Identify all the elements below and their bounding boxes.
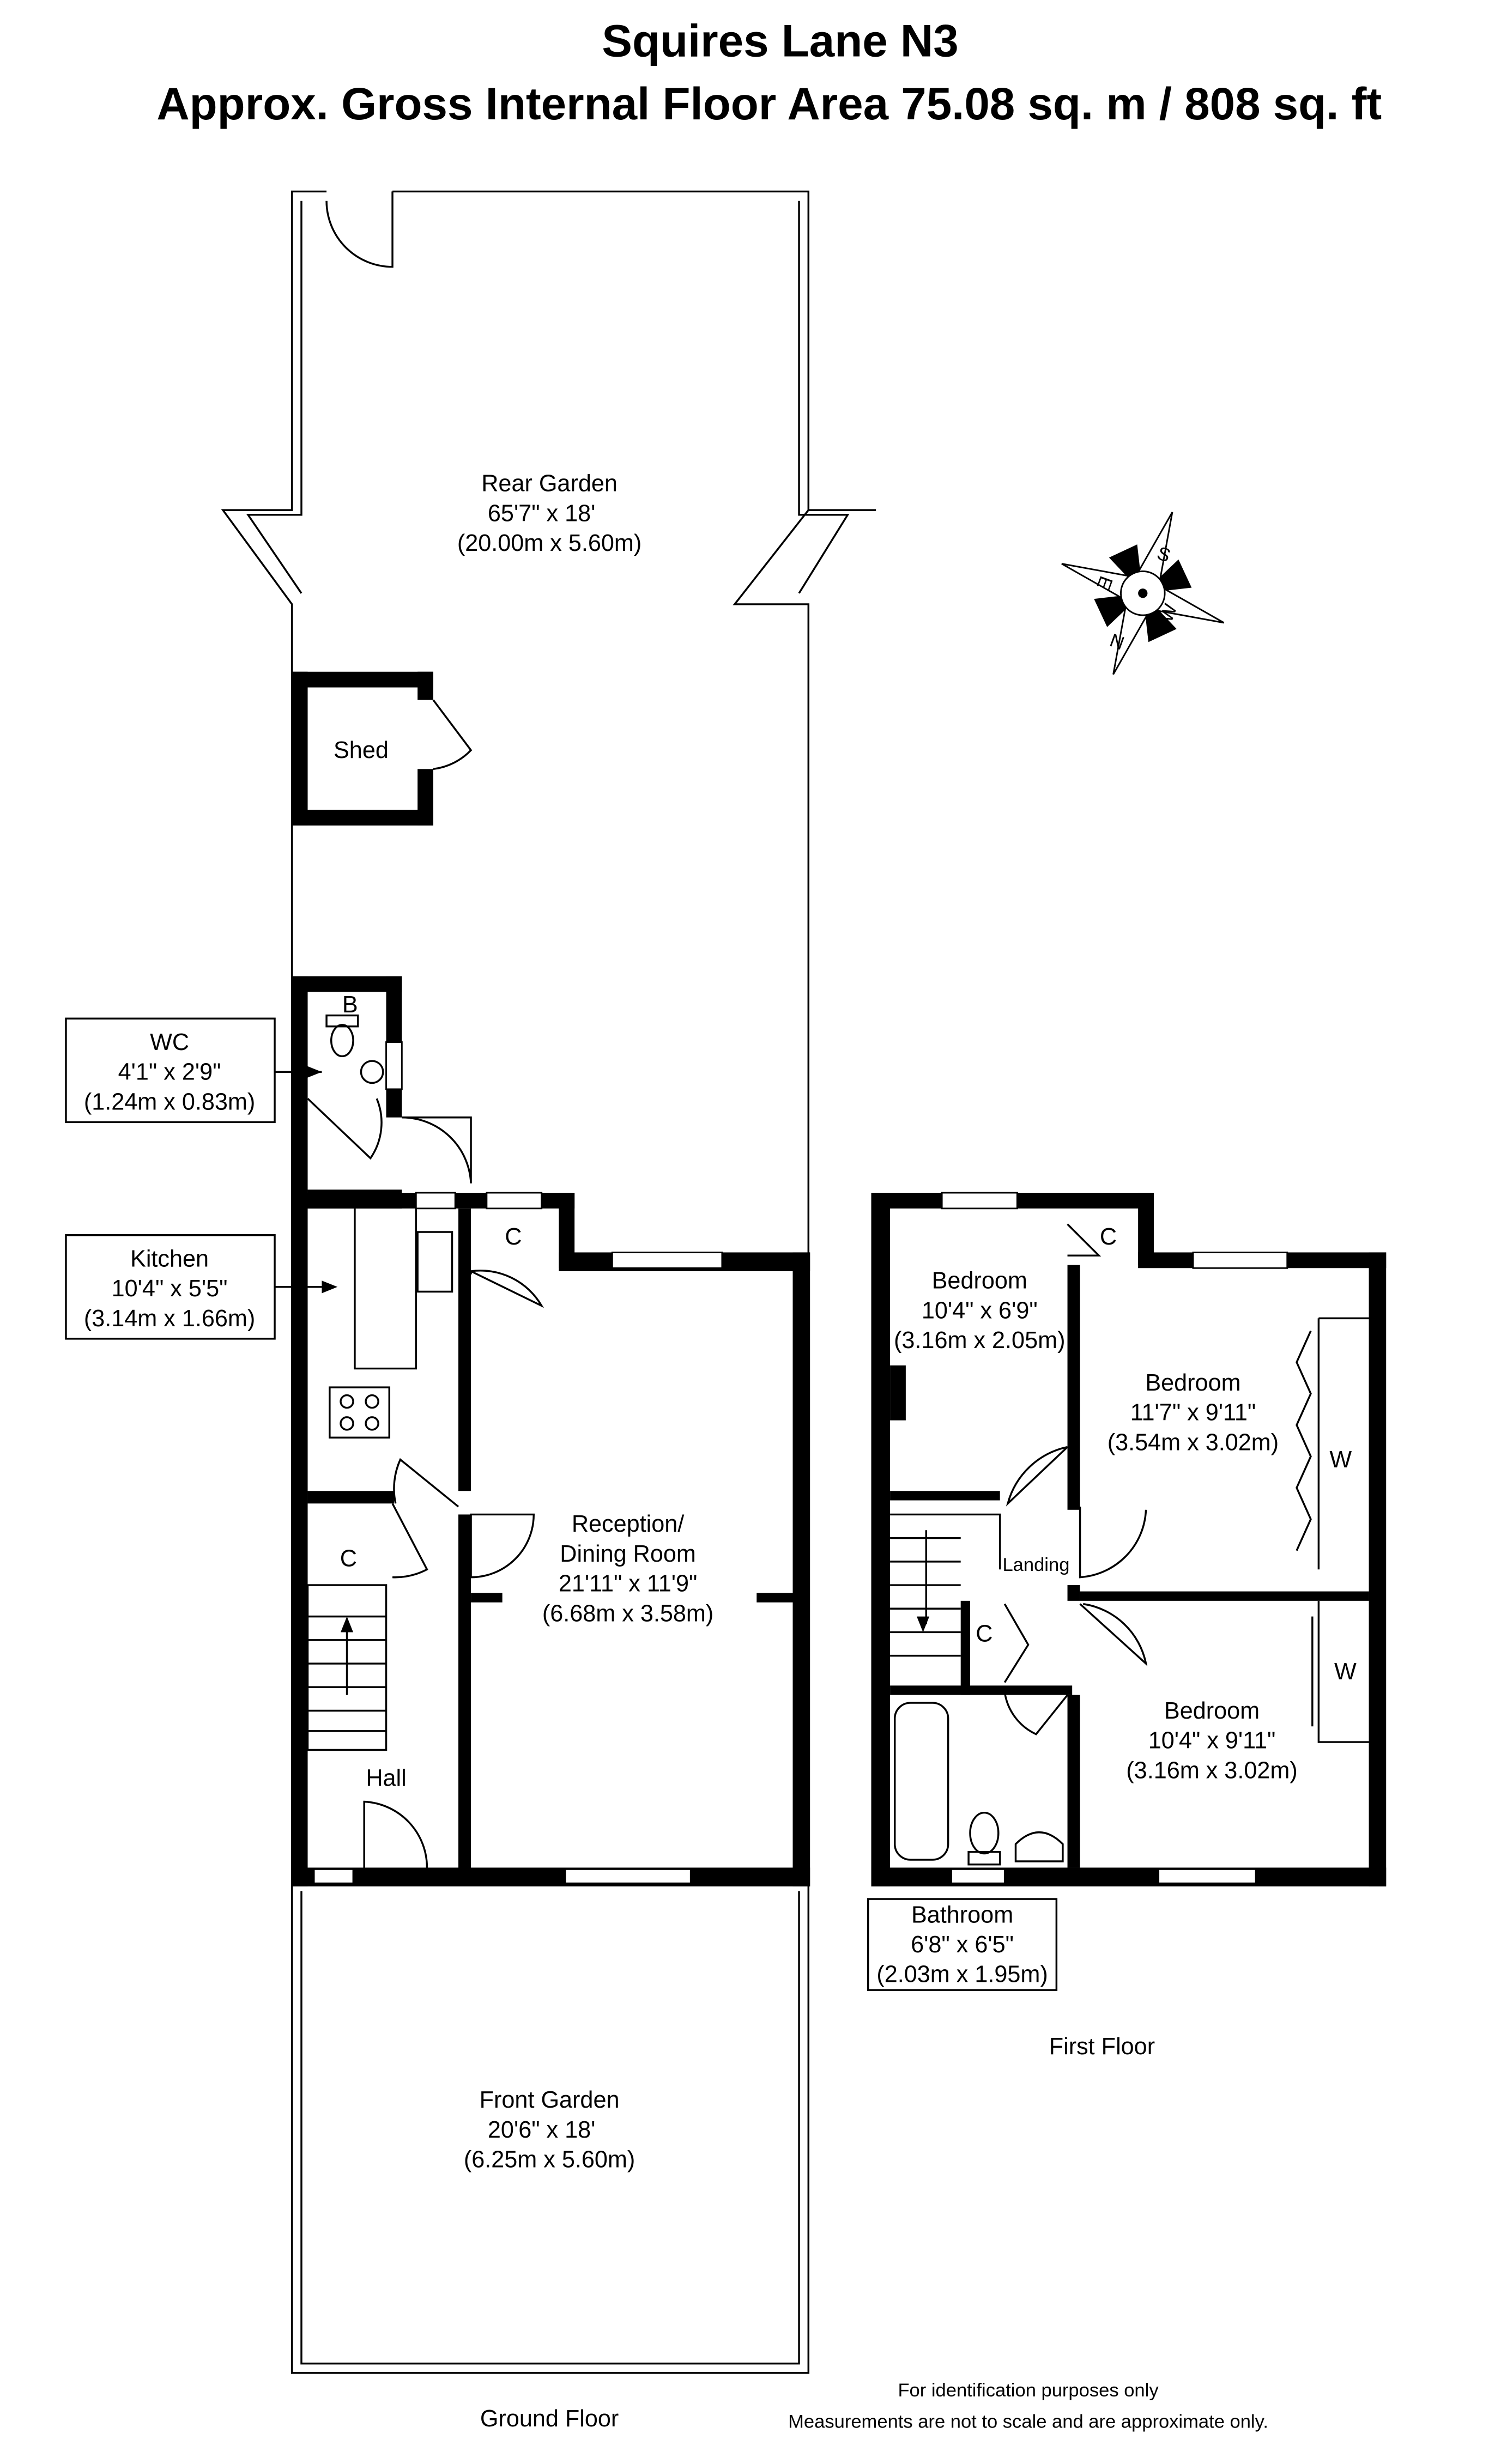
svg-text:(6.68m x 3.58m): (6.68m x 3.58m) bbox=[542, 1600, 713, 1627]
svg-text:Front Garden: Front Garden bbox=[480, 2087, 620, 2113]
cupboard-label: C bbox=[976, 1621, 992, 1647]
svg-text:(1.24m x 0.83m): (1.24m x 0.83m) bbox=[84, 1089, 255, 1115]
wc-label-box: WC 4'1" x 2'9" (1.24m x 0.83m) bbox=[65, 1017, 276, 1124]
svg-text:65'7" x 18': 65'7" x 18' bbox=[488, 500, 596, 526]
plan-subtitle: Approx. Gross Internal Floor Area 75.08 … bbox=[156, 78, 1382, 129]
svg-text:Reception/: Reception/ bbox=[572, 1511, 684, 1537]
reception-label: Reception/ Dining Room 21'11" x 11'9" (6… bbox=[542, 1511, 713, 1627]
disclaimer-line-1: For identification purposes only bbox=[898, 2380, 1159, 2401]
ground-floor-walls bbox=[275, 1192, 810, 1887]
bedroom-2-label: Bedroom 11'7" x 9'11" (3.54m x 3.02m) bbox=[1107, 1370, 1279, 1455]
rear-garden-label: Rear Garden 65'7" x 18' (20.00m x 5.60m) bbox=[457, 471, 641, 556]
shed-label: Shed bbox=[334, 737, 389, 763]
svg-text:6'8" x 6'5": 6'8" x 6'5" bbox=[911, 1932, 1014, 1958]
svg-text:10'4" x 5'5": 10'4" x 5'5" bbox=[112, 1276, 228, 1302]
svg-text:(3.16m x 2.05m): (3.16m x 2.05m) bbox=[894, 1327, 1065, 1354]
cupboard-label: C bbox=[505, 1224, 522, 1250]
landing-label: Landing bbox=[1002, 1555, 1069, 1575]
svg-text:10'4" x 9'11": 10'4" x 9'11" bbox=[1148, 1728, 1276, 1754]
cupboard-label: C bbox=[1100, 1224, 1117, 1250]
svg-text:Bedroom: Bedroom bbox=[932, 1268, 1027, 1294]
wardrobe-label: W bbox=[1329, 1447, 1352, 1473]
svg-text:(2.03m x 1.95m): (2.03m x 1.95m) bbox=[876, 1962, 1048, 1988]
hall-label: Hall bbox=[366, 1765, 406, 1792]
kitchen-label-box: Kitchen 10'4" x 5'5" (3.14m x 1.66m) bbox=[65, 1234, 276, 1340]
svg-text:21'11" x 11'9": 21'11" x 11'9" bbox=[559, 1571, 697, 1597]
svg-text:Rear Garden: Rear Garden bbox=[481, 471, 618, 497]
bathroom-label-box: Bathroom 6'8" x 6'5" (2.03m x 1.95m) bbox=[867, 1898, 1058, 1991]
svg-text:(3.16m x 3.02m): (3.16m x 3.02m) bbox=[1126, 1757, 1297, 1783]
svg-text:Bedroom: Bedroom bbox=[1164, 1698, 1260, 1724]
front-garden-label: Front Garden 20'6" x 18' (6.25m x 5.60m) bbox=[464, 2087, 635, 2172]
wc: B bbox=[275, 976, 472, 1887]
bedroom-1-label: Bedroom 10'4" x 6'9" (3.16m x 2.05m) bbox=[894, 1268, 1065, 1354]
staircase bbox=[306, 1584, 388, 1751]
svg-text:Bathroom: Bathroom bbox=[911, 1902, 1013, 1928]
svg-text:10'4" x 6'9": 10'4" x 6'9" bbox=[922, 1297, 1038, 1324]
wardrobe-label: W bbox=[1334, 1659, 1357, 1685]
plan-title: Squires Lane N3 bbox=[602, 15, 958, 66]
bedroom-3-label: Bedroom 10'4" x 9'11" (3.16m x 3.02m) bbox=[1126, 1698, 1297, 1783]
svg-text:Kitchen: Kitchen bbox=[130, 1246, 209, 1272]
svg-text:(6.25m x 5.60m): (6.25m x 5.60m) bbox=[464, 2147, 635, 2173]
svg-text:WC: WC bbox=[150, 1029, 189, 1055]
svg-text:Dining Room: Dining Room bbox=[560, 1541, 696, 1567]
boiler-label: B bbox=[342, 992, 358, 1018]
svg-text:(3.54m x 3.02m): (3.54m x 3.02m) bbox=[1107, 1429, 1279, 1455]
shed: Shed bbox=[292, 671, 473, 826]
svg-text:20'6" x 18': 20'6" x 18' bbox=[488, 2117, 596, 2143]
svg-text:4'1" x 2'9": 4'1" x 2'9" bbox=[118, 1059, 221, 1085]
compass-rose-icon bbox=[1061, 512, 1225, 675]
svg-text:(3.14m x 1.66m): (3.14m x 1.66m) bbox=[84, 1306, 255, 1332]
cupboard-label: C bbox=[340, 1545, 357, 1571]
svg-text:(20.00m x 5.60m): (20.00m x 5.60m) bbox=[457, 530, 641, 556]
ground-floor-label: Ground Floor bbox=[480, 2406, 619, 2432]
disclaimer-line-2: Measurements are not to scale and are ap… bbox=[788, 2412, 1268, 2432]
first-floor-label: First Floor bbox=[1049, 2034, 1155, 2060]
svg-text:Bedroom: Bedroom bbox=[1145, 1370, 1240, 1396]
garden-gate bbox=[325, 191, 394, 268]
first-floor-walls bbox=[871, 1192, 1387, 1887]
svg-text:11'7" x 9'11": 11'7" x 9'11" bbox=[1130, 1400, 1256, 1426]
